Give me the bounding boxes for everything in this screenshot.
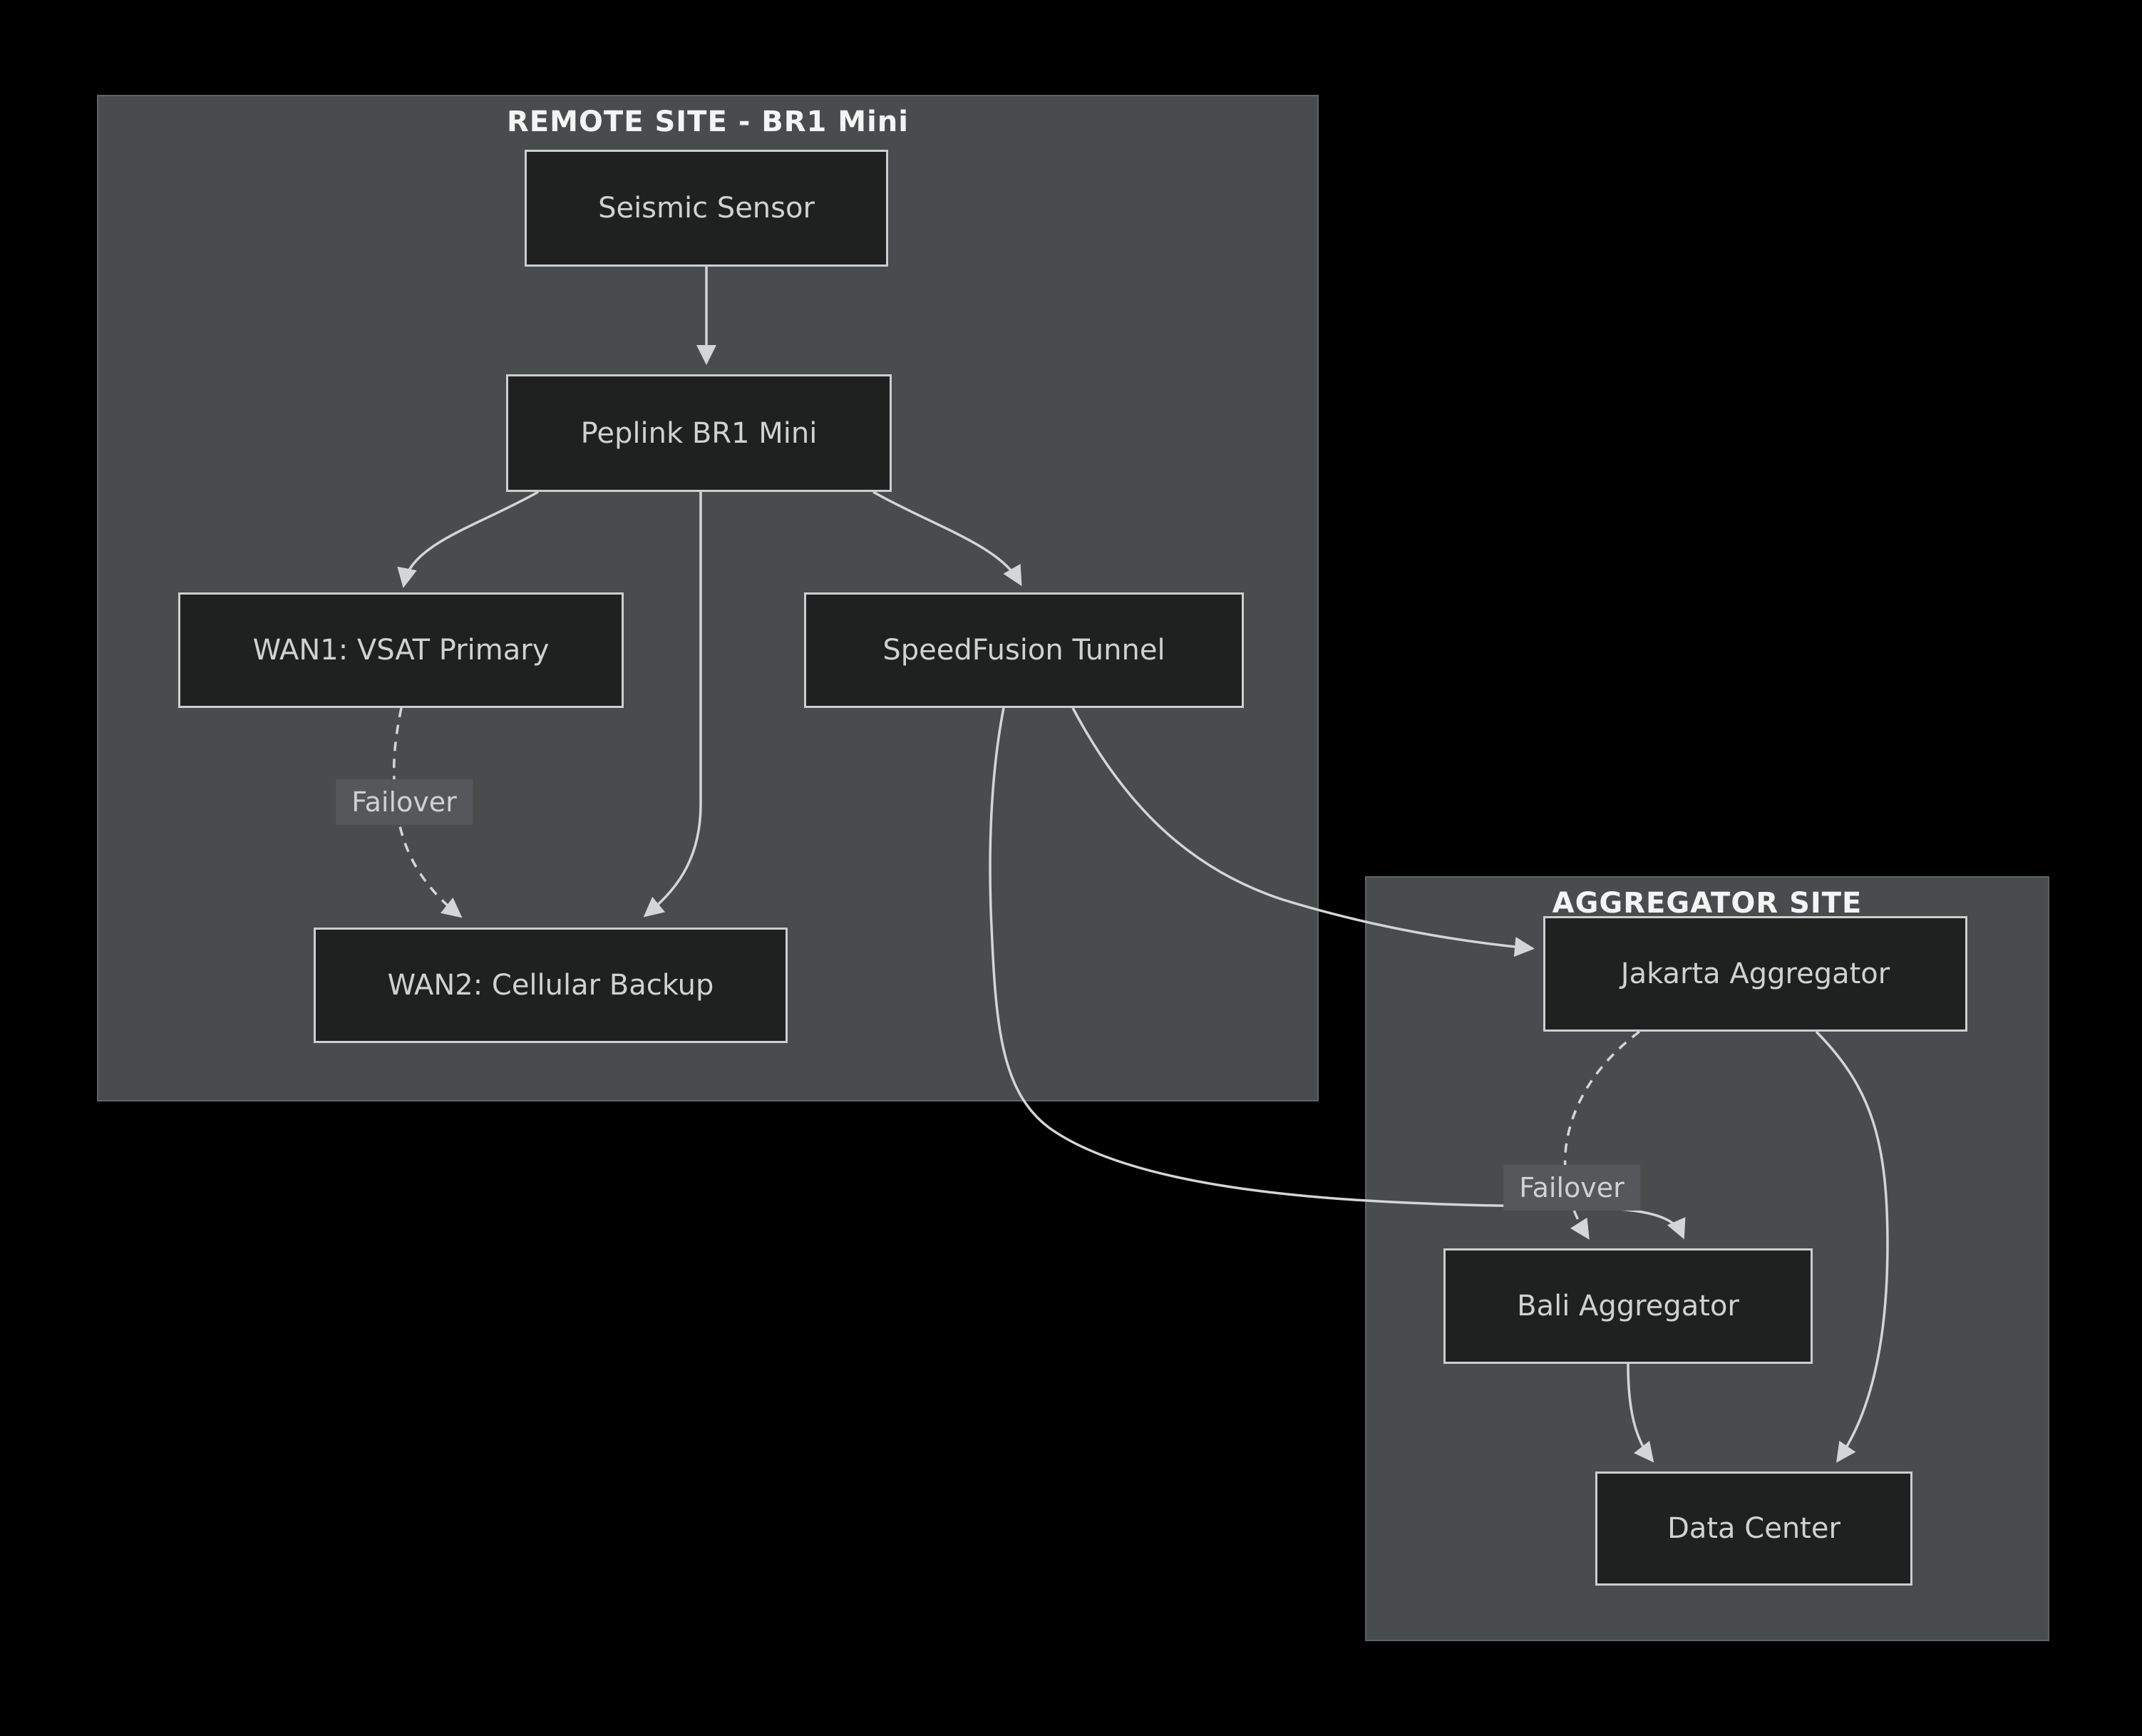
- edge-speedfusion-to-jakarta: [1071, 707, 1535, 957]
- node-seismic-sensor: Seismic Sensor: [525, 150, 888, 267]
- node-wan2-cellular-backup: WAN2: Cellular Backup: [314, 928, 788, 1043]
- edge-bali-to-datacenter: [1627, 1363, 1654, 1463]
- edge-peplink-to-speedfusion: [872, 491, 1022, 587]
- node-speedfusion-tunnel: SpeedFusion Tunnel: [804, 592, 1244, 708]
- cluster-remote-site-title: REMOTE SITE - BR1 Mini: [507, 106, 909, 138]
- node-wan1-vsat-primary: WAN1: VSAT Primary: [178, 592, 624, 708]
- node-data-center: Data Center: [1595, 1472, 1912, 1586]
- edge-wan1-to-wan2-failover: [392, 707, 463, 918]
- node-peplink-br1-mini: Peplink BR1 Mini: [506, 374, 892, 492]
- node-bali-aggregator: Bali Aggregator: [1443, 1248, 1813, 1364]
- edge-jakarta-to-bali-failover: [1563, 1030, 1641, 1240]
- edge-jakarta-to-datacenter: [1815, 1030, 1889, 1463]
- edge-peplink-to-wan1: [397, 491, 539, 588]
- cluster-aggregator-site-title: AGGREGATOR SITE: [1552, 887, 1863, 920]
- edge-label-failover-wan: Failover: [336, 779, 473, 825]
- edge-label-failover-agg: Failover: [1503, 1165, 1640, 1211]
- edge-peplink-to-wan2: [643, 492, 702, 918]
- node-jakarta-aggregator: Jakarta Aggregator: [1543, 916, 1967, 1032]
